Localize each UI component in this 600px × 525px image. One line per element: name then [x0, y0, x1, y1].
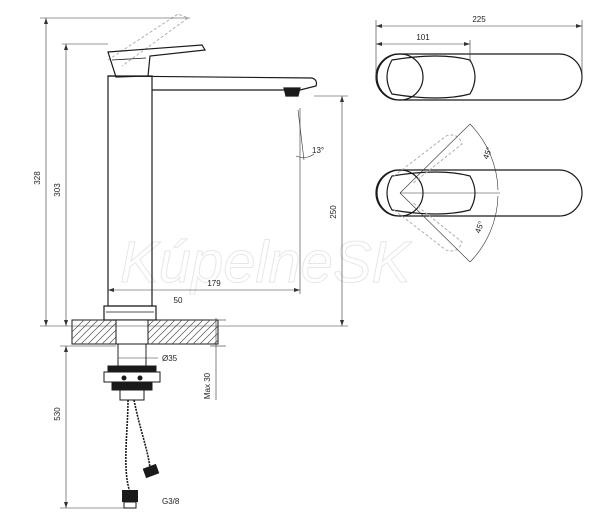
dim-spout-reach: 179 [207, 279, 221, 288]
dim-height-total: 328 [33, 171, 42, 185]
dim-thread: G3/8 [162, 497, 180, 506]
hatch-line [87, 319, 113, 345]
top-view-dimensions [375, 20, 583, 80]
side-dimension-lines [40, 17, 348, 509]
hatch-line [171, 319, 197, 345]
dim-hose-length: 530 [53, 407, 62, 421]
rotation-ghost-handles [393, 134, 463, 252]
top-view-handle [375, 53, 583, 101]
lever-ghost-outline [107, 13, 189, 67]
spout [107, 75, 318, 91]
dim-rotation-left: 45° [481, 146, 494, 160]
lever-handle [107, 44, 206, 78]
countertop-section [71, 319, 219, 345]
dim-spout-angle: 13° [312, 146, 324, 155]
dim-base-offset: 50 [174, 296, 183, 305]
faucet-base [103, 305, 157, 321]
dim-rotation-right: 45° [473, 220, 486, 234]
hatch-line [185, 319, 211, 345]
supply-hoses [122, 399, 160, 509]
hatch-line [164, 319, 190, 345]
hatch-line [80, 319, 106, 345]
dim-base-diameter: Ø35 [162, 354, 178, 363]
aerator [283, 87, 301, 97]
hatch-line [73, 319, 99, 345]
hatch-line [150, 319, 176, 345]
top-arrowheads [376, 24, 582, 46]
dimension-arrowheads [44, 18, 344, 508]
hatch-line [71, 319, 92, 340]
dim-spout-clearance: 250 [329, 205, 338, 219]
dim-height-spout: 303 [53, 183, 62, 197]
mounting-assembly [103, 343, 161, 401]
hatch-line [157, 319, 183, 345]
hatch-line [192, 319, 218, 345]
hatch-line [206, 332, 219, 345]
rotation-arcs [399, 123, 500, 263]
dim-top-handle: 101 [416, 33, 430, 42]
hatch-line [94, 319, 120, 345]
hatch-line [178, 319, 204, 345]
hatch-line [199, 325, 219, 345]
watermark-text: KúpelneSK [120, 230, 413, 295]
dim-max-thickness: Max 30 [203, 372, 212, 399]
dim-top-length: 225 [472, 15, 486, 24]
